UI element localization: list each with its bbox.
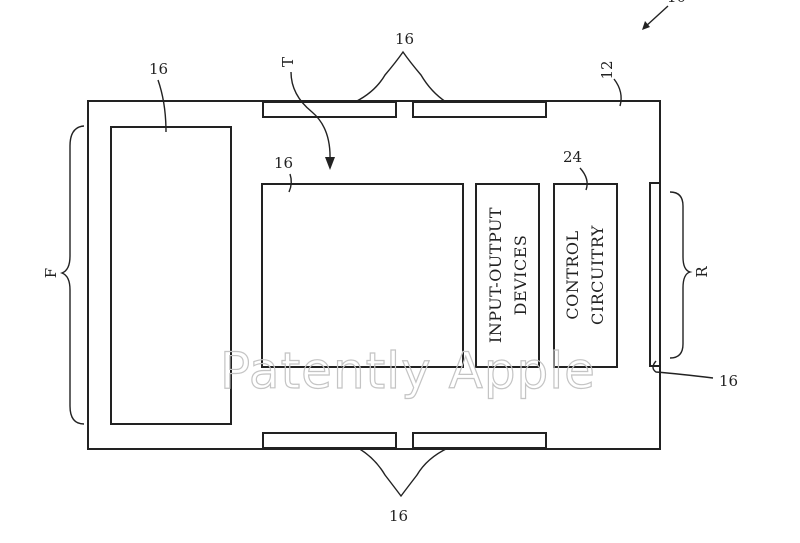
input-output-devices-box — [475, 183, 540, 368]
component-top-right-strip — [412, 101, 547, 118]
ref-housing: 12 — [598, 60, 616, 79]
region-label-front: F — [42, 268, 60, 278]
ref-device-arrowhead — [642, 21, 650, 30]
ref-device-arrow — [644, 5, 669, 28]
ref-component-left-leader — [157, 79, 167, 133]
region-label-top: T — [279, 57, 297, 67]
bottom-strips-brace — [357, 447, 449, 498]
ref-component-center: 16 — [274, 154, 293, 172]
ref-component-center-leader — [288, 173, 292, 193]
component-right-edge-strip — [649, 182, 661, 367]
rear-brace — [669, 191, 693, 359]
ref-housing-leader — [613, 78, 622, 107]
component-bottom-left-strip — [262, 432, 397, 449]
ref-component-left: 16 — [149, 60, 168, 78]
top-strips-brace — [354, 50, 447, 103]
ref-component-right-leader — [652, 360, 714, 379]
ref-device: 10 — [667, 0, 686, 6]
input-output-devices-label-line1: INPUT-OUTPUT — [486, 207, 505, 343]
control-circuitry-label-line1: CONTROL — [563, 230, 582, 319]
ref-component-bottom: 16 — [389, 507, 408, 525]
component-bottom-right-strip — [412, 432, 547, 449]
control-circuitry-label-line2: CIRCUITRY — [588, 225, 607, 325]
control-circuitry-block: CONTROL CIRCUITRY — [553, 183, 618, 368]
ref-control-circuitry-leader — [579, 167, 588, 191]
component-top-left-strip — [262, 101, 397, 118]
ref-component-right: 16 — [719, 372, 738, 390]
input-output-devices-label-line2: DEVICES — [511, 235, 530, 316]
watermark: Patently Apple — [220, 342, 596, 400]
component-left-large — [110, 126, 232, 425]
ref-control-circuitry: 24 — [563, 148, 582, 166]
components — [110, 101, 661, 449]
ref-component-top: 16 — [395, 30, 414, 48]
front-brace — [60, 125, 85, 425]
control-circuitry-box — [553, 183, 618, 368]
region-top-arrowhead — [325, 157, 335, 170]
region-top-arrow — [290, 71, 331, 161]
input-output-devices-block: INPUT-OUTPUT DEVICES — [475, 183, 540, 368]
region-label-rear: R — [693, 266, 711, 278]
component-center-large — [261, 183, 464, 368]
